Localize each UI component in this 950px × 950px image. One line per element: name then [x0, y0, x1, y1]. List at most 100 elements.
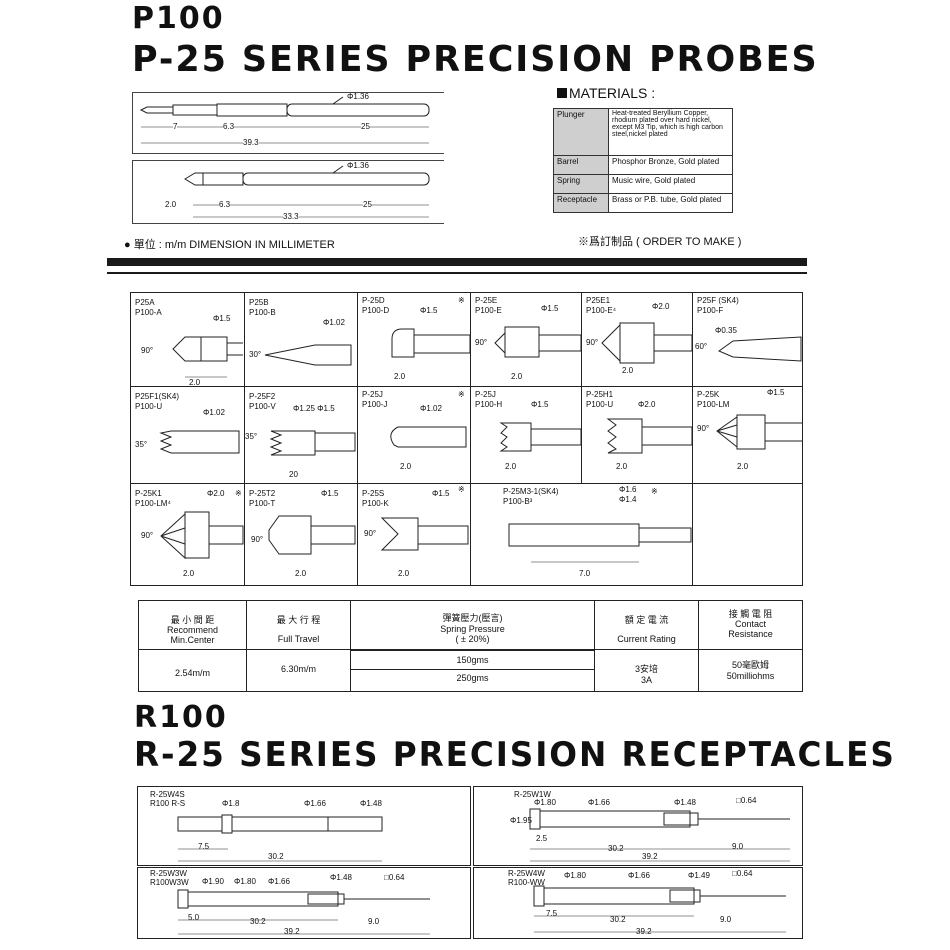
tip-code: P25A	[135, 298, 155, 307]
rec-l3: 9.0	[368, 917, 380, 926]
materials-value: Brass or P.B. tube, Gold plated	[608, 193, 733, 213]
probe1-d3: 25	[361, 122, 370, 132]
unit-note: ● 單位 : m/m DIMENSION IN MILLIMETER	[124, 236, 335, 252]
tip-dia: Φ2.0	[638, 400, 656, 409]
tip-mark: ※	[458, 485, 465, 494]
rec-l1: 7.5	[546, 909, 558, 918]
tip-drawing	[601, 322, 692, 364]
tip-drawing	[172, 336, 243, 378]
rec-l3: 9.0	[732, 842, 744, 851]
rec-alt: R100W3W	[150, 878, 189, 887]
tip-len: 2.0	[400, 462, 412, 471]
tip-dia: Φ1.5	[420, 306, 438, 315]
tip-cell: P-25M3-1(SK4) P100-B³ ※ Φ1.6 Φ1.4 7.0	[470, 483, 693, 586]
spec-val: 3安培	[634, 664, 658, 674]
spec-val: 150gms	[456, 655, 489, 665]
tip-cell: P-25K1 P100-LM⁴ ※ Φ2.0 90° 2.0	[130, 483, 245, 586]
tip-mark: ※	[458, 390, 465, 399]
tip-code: P-25J	[475, 390, 496, 399]
tip-drawing	[716, 414, 802, 450]
tip-alt: P100-A	[135, 308, 162, 317]
divider-bar	[107, 258, 807, 266]
tip-cell: P-25F2 P100-V Φ1.25 Φ1.5 35° 20	[244, 386, 358, 484]
rec-alt: R100-WW	[508, 878, 545, 887]
spec-col-min-center: 最 小 間 距 Recommend Min.Center 2.54m/m	[139, 601, 247, 691]
tip-code: P-25T2	[249, 489, 276, 498]
materials-value: Music wire, Gold plated	[608, 174, 733, 194]
probe-drawing-2-svg	[184, 165, 430, 218]
spec-val: 2.54m/m	[174, 667, 210, 678]
rec-d4: Φ1.48	[330, 873, 352, 882]
rec-svg	[177, 889, 430, 935]
rec-code: R-25W1W	[514, 790, 551, 799]
receptacle-drawing: R-25W1W Φ1.80 Φ1.66 Φ1.48 □0.64 Φ1.95 2.…	[473, 786, 803, 866]
rec-d3: Φ1.48	[674, 798, 696, 807]
materials-title: MATERIALS :	[557, 85, 655, 101]
section-code-r100: R100	[134, 700, 228, 735]
tip-angle: 90°	[251, 535, 264, 544]
rec-d1: Φ1.80	[534, 798, 556, 807]
materials-key: Spring	[553, 174, 609, 194]
probe2-total: 33.3	[283, 212, 299, 222]
materials-value: Heat-treated Beryllium Copper, rhodium p…	[608, 108, 733, 156]
rec-d5: □0.64	[384, 873, 405, 882]
probe1-total: 39.3	[243, 138, 259, 148]
tip-cell: P-25S P100-K ※ Φ1.5 90° 2.0	[357, 483, 471, 586]
tip-len: 7.0	[579, 569, 591, 578]
materials-bullet-icon	[557, 88, 567, 98]
tip-alt: P100-H	[475, 400, 503, 409]
tip-len: 2.0	[398, 569, 410, 578]
rec-l1: 7.5	[198, 842, 210, 851]
tip-len: 2.0	[511, 372, 523, 381]
spec-en: Full Travel	[277, 634, 320, 644]
tip-len: 2.0	[295, 569, 307, 578]
receptacle-drawing: R-25W4W R100-WW Φ1.80 Φ1.66 Φ1.49 □0.64 …	[473, 867, 803, 939]
tip-drawing	[269, 430, 356, 456]
tip-alt: P100-K	[362, 499, 389, 508]
tip-alt: P100-F	[697, 306, 724, 315]
spec-cn: 彈簧壓力(壓言)	[442, 613, 503, 623]
tip-code: P-25K1	[135, 489, 162, 498]
bullet-icon: ●	[124, 239, 134, 251]
receptacle-drawing: R-25W3W R100W3W Φ1.90 Φ1.80 Φ1.66 Φ1.48 …	[137, 867, 471, 939]
rec-l1: 2.5	[536, 834, 548, 843]
rec-d4: □0.64	[732, 869, 753, 878]
probe2-d3: 25	[363, 200, 372, 210]
spec-en: Contact Resistance	[728, 619, 773, 639]
tip-cell: P-25D P100-D ※ Φ1.5 2.0	[357, 292, 471, 387]
rec-l2: 30.2	[610, 915, 626, 924]
tip-cell: P25B P100-B Φ1.02 30°	[244, 292, 358, 387]
tip-alt: P100-LM	[697, 400, 730, 409]
rec-d1: Φ1.8	[222, 799, 240, 808]
spec-col-current: 額 定 電 流 Current Rating 3安培 3A	[595, 601, 699, 691]
tip-cell: P25F1(SK4) P100-U Φ1.02 35°	[130, 386, 245, 484]
tip-mark: ※	[651, 487, 658, 496]
materials-value: Phosphor Bronze, Gold plated	[608, 155, 733, 175]
tip-cell: P-25K P100-LM Φ1.5 90° 2.0	[692, 386, 803, 484]
tip-angle: 35°	[135, 440, 148, 449]
section-title-receptacles: R-25 SERIES PRECISION RECEPTACLES	[134, 735, 896, 775]
tip-code: P-25M3-1(SK4)	[503, 487, 559, 496]
tip-code: P-25S	[362, 489, 385, 498]
tip-drawing	[391, 328, 470, 358]
rec-total: 39.2	[284, 927, 300, 936]
probe2-d0: 2.0	[165, 200, 177, 209]
spec-cn: 接 觸 電 阻	[728, 609, 773, 619]
materials-key: Receptacle	[553, 193, 609, 213]
rec-l3: 9.0	[720, 915, 732, 924]
rec-d2: Φ1.80	[234, 877, 256, 886]
rec-d2: Φ1.66	[588, 798, 610, 807]
tip-cell: P-25T2 P100-T Φ1.5 90° 2.0	[244, 483, 358, 586]
rec-alt: R100 R-S	[150, 799, 186, 808]
tip-cell: P-25E P100-E Φ1.5 90° 2.0	[470, 292, 582, 387]
rec-d3: Φ1.66	[268, 877, 290, 886]
tip-len: 2.0	[737, 462, 749, 471]
probe1-d1: 7	[173, 122, 178, 132]
tip-len: 2.0	[394, 372, 406, 381]
receptacle-drawing: R-25W4S R100 R-S Φ1.8 Φ1.66 Φ1.48 7.5 30…	[137, 786, 471, 866]
tip-drawing	[494, 326, 581, 358]
tip-alt: P100-E⁴	[586, 306, 617, 315]
tip-code: P25F1(SK4)	[135, 392, 180, 401]
